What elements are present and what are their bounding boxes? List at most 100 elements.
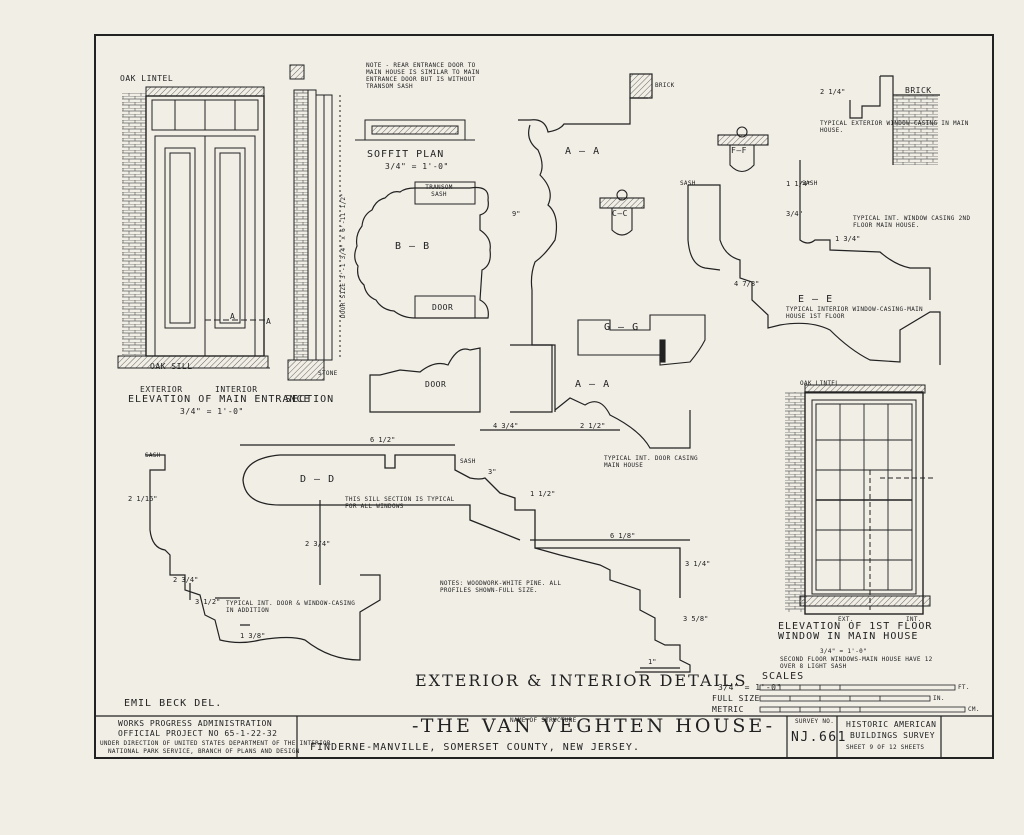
- dim-2-1-16: 2 1/16": [128, 495, 158, 503]
- label-sash-4: SASH: [460, 458, 476, 465]
- label-transom-sash: TRANSOM SASH: [425, 184, 453, 198]
- section-title: SECTION: [285, 394, 335, 405]
- label-cc: C—C: [612, 209, 628, 218]
- sheet-number: SHEET 9 OF 12 SHEETS: [846, 744, 925, 751]
- structure-location: FINDERNE-MANVILLE, SOMERSET COUNTY, NEW …: [310, 742, 640, 753]
- label-stone: STONE: [318, 370, 338, 377]
- caption-int-window-1st: TYPICAL INTERIOR WINDOW-CASING-MAIN HOUS…: [786, 306, 923, 320]
- section-f-f: [717, 126, 769, 173]
- dim-2-3-4-b: 2 3/4": [173, 576, 199, 584]
- dim-3-1-4: 3 1/4": [685, 560, 711, 568]
- elevation-window-scale: 3/4" = 1'-0": [820, 648, 867, 655]
- label-int: INT.: [906, 616, 922, 623]
- elevation-main-entrance-scale: 3/4" = 1'-0": [180, 407, 244, 416]
- dim-1-1-4: 1 1/4": [786, 180, 812, 188]
- label-gg: G — G: [604, 322, 640, 333]
- dim-3-4: 3/4": [786, 210, 803, 218]
- title-block-frame: [95, 715, 993, 758]
- label-sash-3: SASH: [145, 452, 161, 459]
- soffit-plan: [355, 119, 475, 141]
- scale-row-2-unit: IN.: [933, 695, 945, 702]
- dim-3: 3": [488, 468, 497, 476]
- addition-casing: [145, 454, 381, 661]
- caption-ext-window-casing: TYPICAL EXTERIOR WINDOW-CASING IN MAIN H…: [820, 120, 969, 134]
- main-entrance-elevation: [117, 86, 270, 369]
- label-oak-lintel: OAK LINTEL: [120, 74, 174, 83]
- label-ff: F—F: [731, 146, 747, 155]
- label-door: DOOR: [432, 303, 454, 312]
- label-aa-bottom: A — A: [575, 379, 611, 390]
- dim-9: 9": [512, 210, 521, 218]
- survey-caption: SURVEY NO.: [795, 718, 835, 725]
- section-c-c: [599, 189, 645, 236]
- label-ee: E — E: [798, 294, 834, 305]
- window-elevation: [785, 384, 935, 615]
- dim-3-1-2: 3 1/2": [195, 598, 221, 606]
- label-door-2: DOOR: [425, 380, 447, 389]
- wpa-line-2: OFFICIAL PROJECT NO 65-1-22-32: [118, 729, 278, 738]
- wpa-line-4: NATIONAL PARK SERVICE, BRANCH OF PLANS A…: [108, 748, 300, 755]
- exterior-window-casing: [799, 75, 940, 300]
- note-sill-section: THIS SILL SECTION IS TYPICAL FOR ALL WIN…: [345, 496, 455, 510]
- scale-row-1-label: 3/4" = 1'-0": [718, 683, 782, 692]
- label-bb: B — B: [395, 241, 431, 252]
- note-rear-entrance: NOTE - REAR ENTRANCE DOOR TO MAIN HOUSE …: [366, 62, 480, 90]
- label-oak-lintel-2: OAK LINTEL: [800, 380, 840, 387]
- dim-2-1-2: 2 1/2": [580, 422, 606, 430]
- brick-wall-left: [122, 93, 146, 355]
- label-oak-sill: OAK SILL: [150, 362, 193, 371]
- dim-1-3-4: 1 3/4": [835, 235, 861, 243]
- dim-4-7-8: 4 7/8": [734, 280, 760, 288]
- label-brick-top: BRICK: [655, 82, 675, 89]
- structure-name: -THE VAN VEGHTEN HOUSE-: [412, 715, 776, 737]
- note-woodwork: NOTES: WOODWORK-WHITE PINE. ALL PROFILES…: [440, 580, 562, 594]
- door-casing-section: [369, 344, 691, 449]
- scale-row-1-unit: FT.: [958, 684, 970, 691]
- drafter-credit: EMIL BECK DEL.: [124, 698, 223, 709]
- scale-row-2-label: FULL SIZE: [712, 694, 760, 703]
- label-sash-2: SASH: [802, 180, 818, 187]
- dim-6-1-8: 6 1/8": [610, 532, 636, 540]
- dim-3-5-8: 3 5/8": [683, 615, 709, 623]
- caption-int-window-2nd: TYPICAL INT. WINDOW CASING 2ND FLOOR MAI…: [853, 215, 971, 229]
- dim-2-3-4: 2 3/4": [305, 540, 331, 548]
- section-e-e: [687, 184, 941, 365]
- label-ext: EXT.: [838, 616, 854, 623]
- soffit-plan-title: SOFFIT PLAN: [367, 149, 445, 160]
- dim-1-3-8: 1 3/8": [240, 632, 266, 640]
- dim-1: 1": [648, 658, 657, 666]
- main-entrance-section: [287, 64, 341, 381]
- label-interior: INTERIOR: [215, 385, 258, 394]
- note-second-floor: SECOND FLOOR WINDOWS-MAIN HOUSE HAVE 12 …: [780, 656, 933, 670]
- habs-line-2: BUILDINGS SURVEY: [850, 731, 936, 740]
- drawing-title: EXTERIOR & INTERIOR DETAILS: [415, 671, 748, 690]
- section-a-a-top: [518, 73, 653, 412]
- scales-heading: SCALES: [762, 671, 805, 682]
- label-exterior: EXTERIOR: [140, 385, 183, 394]
- structure-caption: NAME OF STRUCTURE: [510, 717, 577, 724]
- wpa-line-3: UNDER DIRECTION OF UNITED STATES DEPARTM…: [100, 740, 331, 747]
- sheet-border: [94, 34, 994, 759]
- section-d-d-sill: [240, 444, 681, 598]
- habs-line-1: HISTORIC AMERICAN: [846, 720, 937, 729]
- elevation-window-title: ELEVATION OF 1ST FLOOR WINDOW IN MAIN HO…: [778, 621, 933, 642]
- dim-6-1-2: 6 1/2": [370, 436, 396, 444]
- scale-bars: [759, 684, 966, 713]
- label-dd: D — D: [300, 474, 336, 485]
- section-g-g: [577, 314, 706, 366]
- section-b-b: [354, 181, 491, 319]
- label-aa-top: A — A: [565, 146, 601, 157]
- label-a-mark: A: [230, 312, 236, 321]
- label-sash-1: SASH: [680, 180, 696, 187]
- scale-row-3-unit: CM.: [968, 706, 980, 713]
- label-a-mark-2: A: [266, 317, 272, 326]
- lower-right-profile: [530, 539, 691, 673]
- survey-number: NJ.661: [791, 730, 847, 745]
- dim-4-3-4: 4 3/4": [493, 422, 519, 430]
- dim-1-1-2: 1 1/2": [530, 490, 556, 498]
- scale-row-3-label: METRIC: [712, 705, 744, 714]
- caption-addition-casing: TYPICAL INT. DOOR & WINDOW-CASING IN ADD…: [226, 600, 356, 614]
- wpa-line-1: WORKS PROGRESS ADMINISTRATION: [118, 719, 273, 728]
- caption-int-door-casing: TYPICAL INT. DOOR CASING MAIN HOUSE: [604, 455, 698, 469]
